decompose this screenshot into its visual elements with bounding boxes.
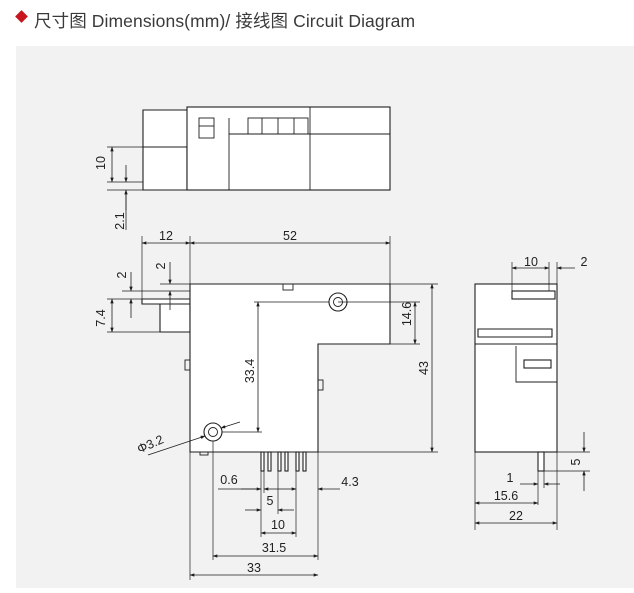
dim-pin-pitch-b: 10 bbox=[271, 518, 285, 532]
dimension-diagram: 10 2.1 bbox=[16, 46, 634, 588]
dim-side-pin-height: 5 bbox=[569, 458, 583, 465]
dim-top-offset: 2.1 bbox=[113, 212, 127, 229]
section-header: 尺寸图 Dimensions(mm)/ 接线图 Circuit Diagram bbox=[0, 0, 634, 46]
dim-side-body-depth: 22 bbox=[509, 509, 523, 523]
dim-hole-spacing: 33.4 bbox=[243, 359, 257, 383]
dim-side-pin-thickness: 1 bbox=[507, 471, 514, 485]
dimension-drawing: 10 2.1 bbox=[16, 46, 634, 588]
dim-pin-width: 0.6 bbox=[220, 473, 237, 487]
dim-side-tab-width: 10 bbox=[524, 255, 538, 269]
dim-top-height: 10 bbox=[94, 156, 108, 170]
side-view bbox=[474, 262, 590, 530]
diamond-bullet-icon bbox=[15, 10, 28, 23]
dim-body-length: 52 bbox=[283, 229, 297, 243]
section-title: 尺寸图 Dimensions(mm)/ 接线图 Circuit Diagram bbox=[34, 11, 416, 31]
dim-body-height: 43 bbox=[417, 361, 431, 375]
dim-tab-gap-a: 2 bbox=[115, 271, 129, 278]
dim-pin-span: 31.5 bbox=[262, 541, 286, 555]
dim-pin-offset: 4.3 bbox=[341, 475, 358, 489]
dim-side-tab-offset: 2 bbox=[581, 255, 588, 269]
front-view bbox=[107, 236, 438, 580]
dim-tab-length: 12 bbox=[159, 229, 173, 243]
dim-tab-height: 7.4 bbox=[94, 309, 108, 326]
top-view bbox=[107, 106, 391, 230]
dim-pin-row: 33 bbox=[247, 561, 261, 575]
dim-pin-pitch-a: 5 bbox=[267, 494, 274, 508]
dim-tab-gap-b: 2 bbox=[154, 262, 168, 269]
dim-side-pin-position: 15.6 bbox=[494, 489, 518, 503]
dim-hole-offset: 14.6 bbox=[400, 302, 414, 326]
